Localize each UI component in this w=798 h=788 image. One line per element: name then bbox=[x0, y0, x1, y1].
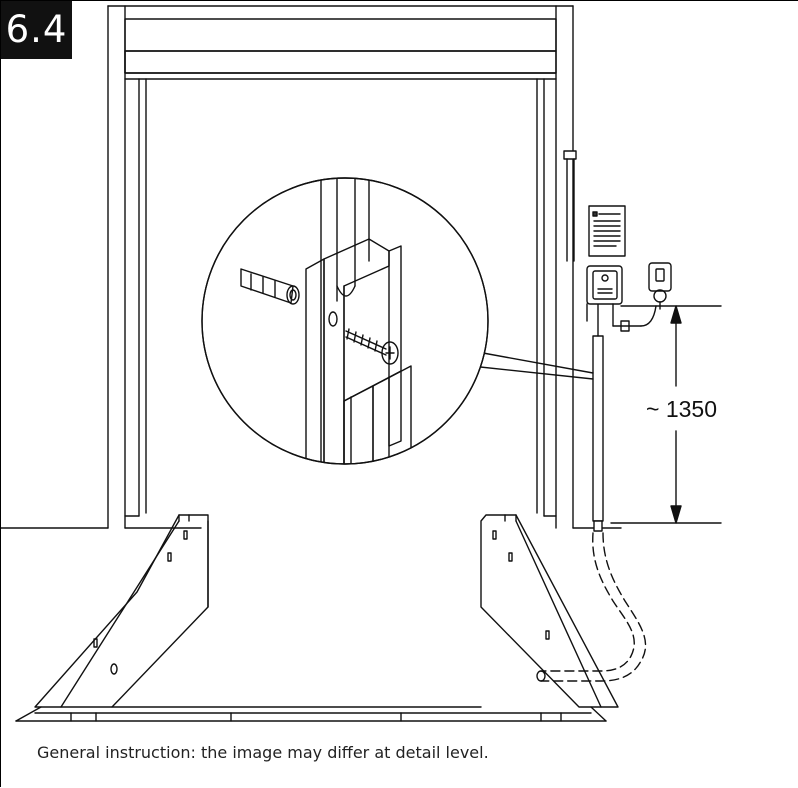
wall-plug bbox=[240, 268, 300, 305]
detail-leader bbox=[470, 352, 594, 380]
caption-text: General instruction: the image may diffe… bbox=[37, 743, 489, 762]
wall-socket bbox=[648, 262, 672, 310]
cable-conduit bbox=[563, 150, 604, 532]
dimension-line bbox=[610, 305, 722, 524]
detail-view bbox=[201, 177, 489, 465]
buried-cable bbox=[536, 532, 647, 682]
left-ramp-side bbox=[15, 514, 209, 722]
mounting-screw bbox=[345, 328, 399, 365]
instruction-sign bbox=[588, 205, 626, 257]
control-box bbox=[586, 265, 657, 332]
door-header bbox=[107, 5, 574, 529]
dimension-label: ~ 1350 bbox=[646, 396, 717, 422]
platform-edge bbox=[15, 706, 607, 722]
section-number: 6.4 bbox=[1, 1, 72, 59]
door-jambs bbox=[124, 78, 557, 517]
right-ramp-side bbox=[480, 514, 619, 722]
